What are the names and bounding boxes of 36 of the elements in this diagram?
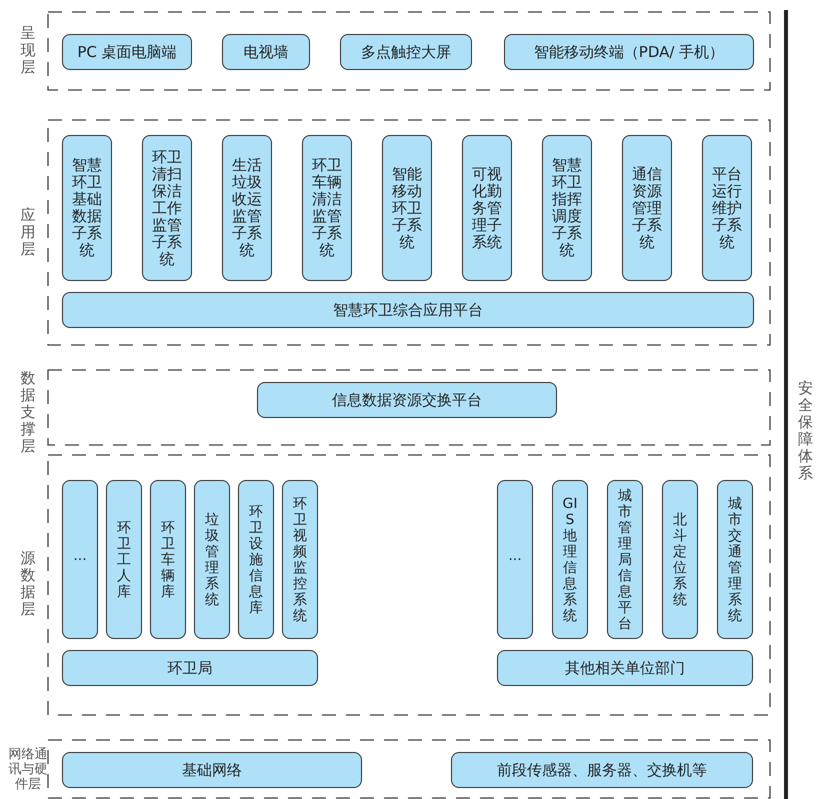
- module-box: 城市管理局信息平台: [607, 480, 643, 639]
- module-box: ···: [62, 480, 98, 639]
- platform-box: 智慧环卫综合应用平台: [62, 292, 754, 328]
- side-label: 安全保障体系: [798, 380, 814, 482]
- module-box: 环卫工人库: [106, 480, 142, 639]
- module-box: 环卫车辆清洁监管子系统: [302, 135, 352, 281]
- platform-box: 多点触控大屏: [340, 34, 472, 70]
- module-box: 智慧环卫指挥调度子系统: [542, 135, 592, 281]
- platform-box: 其他相关单位部门: [497, 650, 753, 686]
- layer-title: 呈现层: [20, 25, 36, 76]
- module-box: ···: [497, 480, 533, 639]
- layer-title: 源数据层: [20, 550, 36, 618]
- module-box: 环卫清扫保洁工作监管子系统: [142, 135, 192, 281]
- layer-title: 应用层: [20, 206, 36, 258]
- platform-box: 基础网络: [62, 752, 362, 788]
- module-box: 生活垃圾收运监管子系统: [222, 135, 272, 281]
- module-box: 通信资源管理子系统: [622, 135, 672, 281]
- module-box: GIS 地理信息系统: [552, 480, 588, 639]
- module-box: 环卫视频监控系统: [282, 480, 318, 639]
- module-box: 智能移动环卫子系统: [382, 135, 432, 281]
- platform-box: 前段传感器、服务器、交换机等: [451, 752, 753, 788]
- platform-box: 信息数据资源交换平台: [257, 382, 557, 418]
- layer-title: 数据支撑层: [20, 370, 36, 455]
- platform-box: 电视墙: [222, 34, 310, 70]
- platform-box: PC 桌面电脑端: [62, 34, 192, 70]
- module-box: 智慧环卫基础数据子系统: [62, 135, 112, 281]
- module-box: 垃圾管理系统: [194, 480, 230, 639]
- module-box: 北斗定位系统: [662, 480, 698, 639]
- module-box: 环卫车辆库: [150, 480, 186, 639]
- layer-title: 网络通讯与硬件层: [8, 746, 48, 792]
- platform-box: 智能移动终端（PDA/ 手机）: [504, 34, 754, 70]
- module-box: 可视化勤务管理子系统: [462, 135, 512, 281]
- module-box: 平台运行维护子系统: [702, 135, 752, 281]
- platform-box: 环卫局: [62, 650, 318, 686]
- module-box: 环卫设施信息库: [238, 480, 274, 639]
- module-box: 城市交通管理系统: [717, 480, 753, 639]
